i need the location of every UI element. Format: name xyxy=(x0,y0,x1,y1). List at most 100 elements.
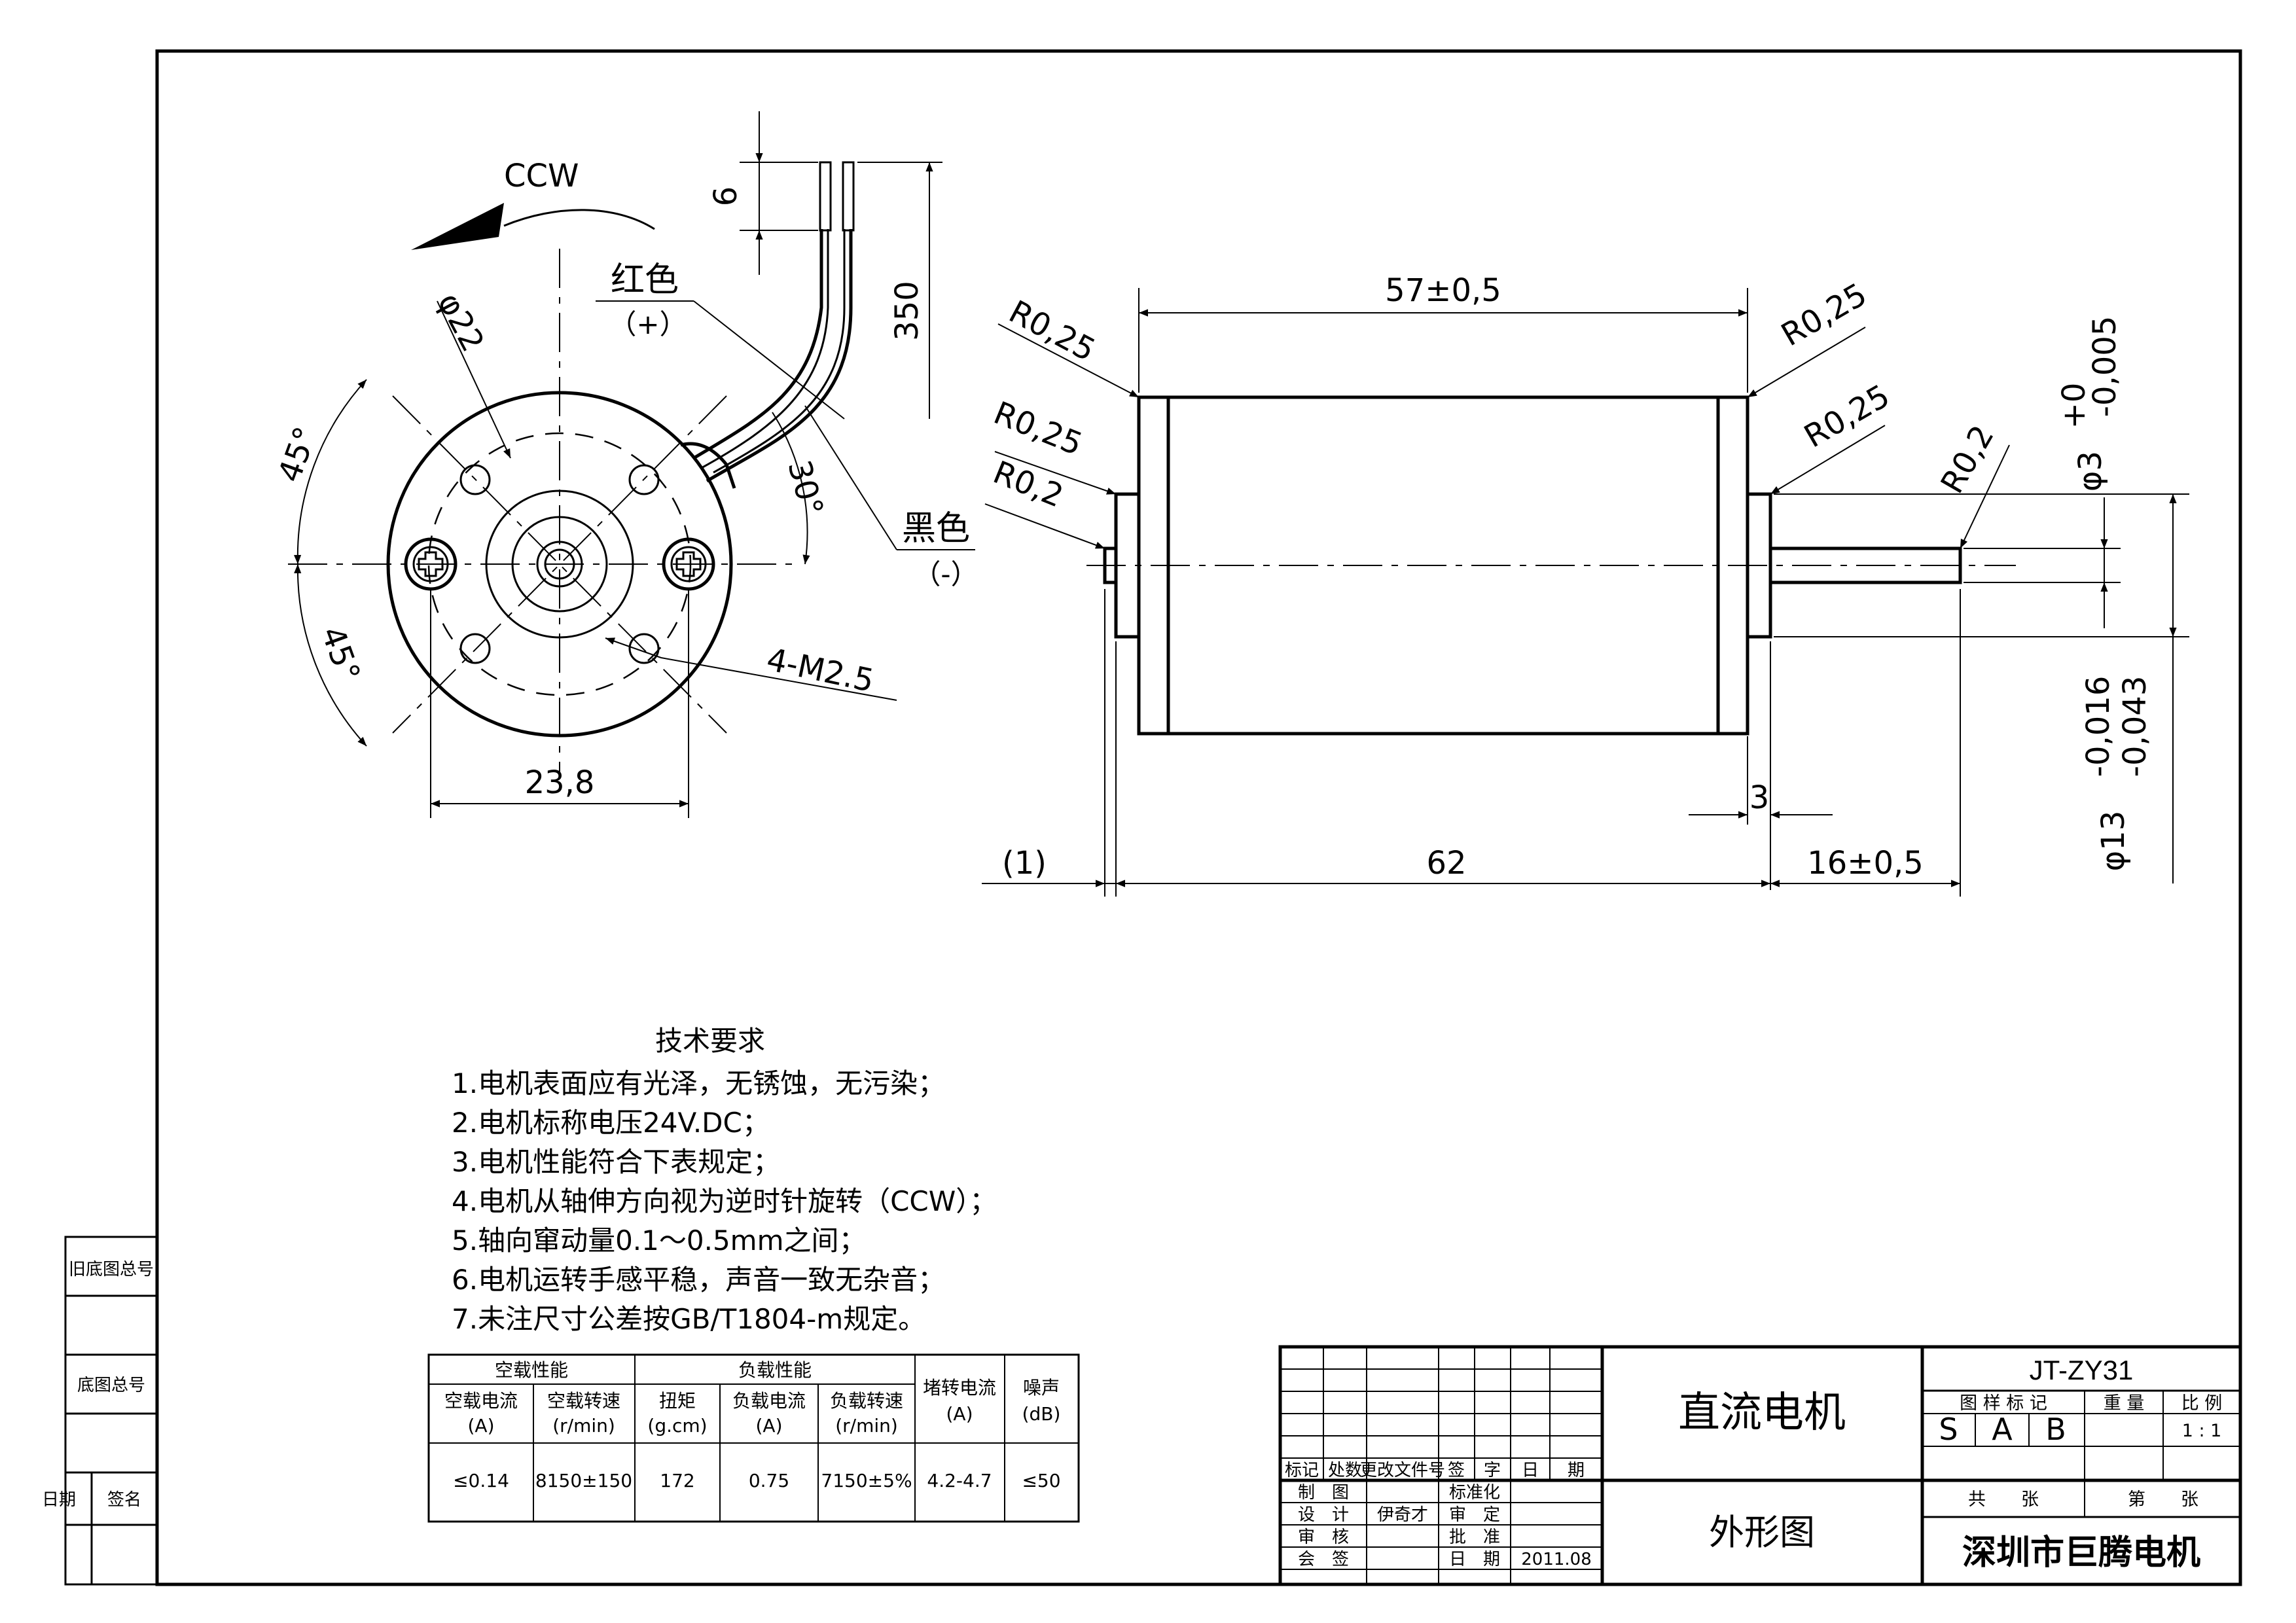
black-wire-label: 黑色 xyxy=(902,509,970,548)
black-wire-polarity: （-） xyxy=(913,558,978,590)
label-mark: 图 样 标 记 xyxy=(1960,1393,2047,1414)
dim-wire-strip: 6 xyxy=(708,187,744,207)
radius-right: R0,25 xyxy=(1798,378,1895,455)
dim-tip: (1) xyxy=(1002,845,1047,882)
col-load-current-unit: (A) xyxy=(755,1415,782,1436)
col-noise-name: 噪声 xyxy=(1023,1377,1060,1399)
col-torque-value: 172 xyxy=(660,1470,694,1491)
dim-boss-tol-lower: -0,043 xyxy=(2117,676,2153,777)
label-design: 设 计 xyxy=(1298,1505,1349,1525)
hole-bottom-left xyxy=(459,633,491,664)
date-value: 2011.08 xyxy=(1521,1550,1592,1569)
label-old-drawing-no: 旧底图总号 xyxy=(69,1260,154,1279)
col-load-current-name: 负载电流 xyxy=(732,1390,806,1412)
col-noise-unit: (dB) xyxy=(1022,1403,1061,1425)
note-5: 5.轴向窜动量0.1～0.5mm之间； xyxy=(452,1224,867,1257)
col-noload-speed-value: 8150±150 xyxy=(535,1470,632,1491)
group-load: 负载性能 xyxy=(738,1359,812,1381)
hole-top-right xyxy=(628,464,660,495)
label-date: 日期 xyxy=(42,1490,76,1510)
note-3: 3.电机性能符合下表规定； xyxy=(452,1146,780,1178)
label-standard: 标准化 xyxy=(1449,1483,1500,1503)
col-stall-current-unit: (A) xyxy=(946,1403,973,1425)
rev-header-doc: 更改文件号 xyxy=(1360,1461,1445,1480)
dim-angle-wire: 30° xyxy=(780,457,830,520)
label-scale: 比 例 xyxy=(2181,1393,2223,1414)
notes-title: 技术要求 xyxy=(655,1025,765,1057)
note-7: 7.未注尺寸公差按GB/T1804-m规定。 xyxy=(452,1303,925,1335)
note-4: 4.电机从轴伸方向视为逆时针旋转（CCW）； xyxy=(452,1185,997,1217)
label-check: 审 核 xyxy=(1298,1527,1349,1547)
group-noload: 空载性能 xyxy=(495,1359,568,1381)
hole-bottom-right xyxy=(628,633,660,664)
designer-name: 伊奇才 xyxy=(1377,1505,1428,1525)
sheet-number: 第 张 xyxy=(2128,1489,2198,1510)
dim-boss-length: 3 xyxy=(1749,779,1770,816)
technical-notes: 技术要求 1.电机表面应有光泽，无锈蚀，无污染； 2.电机标称电压24V.DC；… xyxy=(452,1025,997,1335)
col-noload-speed-name: 空载转速 xyxy=(547,1390,620,1412)
dim-shaft-tol-upper: +0 xyxy=(2056,383,2092,429)
dim-angle-top: 45° xyxy=(271,422,325,487)
dim-angle-bottom: 45° xyxy=(314,622,367,687)
col-torque-name: 扭矩 xyxy=(659,1390,696,1412)
rev-header-day: 日 xyxy=(1522,1461,1539,1480)
rev-header-mark: 标记 xyxy=(1285,1461,1319,1480)
rev-header-char: 字 xyxy=(1484,1461,1501,1480)
rev-header-period: 期 xyxy=(1568,1461,1585,1480)
side-view: 57±0,5 R0,25 R0,25 R0,2 R0,25 R0,25 R0,2… xyxy=(982,272,2189,897)
rotation-direction: CCW xyxy=(504,158,579,194)
red-wire-polarity: （+） xyxy=(609,308,687,340)
radius-top-right: R0,25 xyxy=(1775,276,1873,354)
label-make: 制 图 xyxy=(1298,1483,1349,1503)
frame: 旧底图总号 底图总号 日期 签名 xyxy=(42,49,2242,1586)
dim-shaft-tol-lower: -0,005 xyxy=(2087,316,2123,418)
sheets-total: 共 张 xyxy=(1968,1489,2039,1510)
dim-holes: 4-M2.5 xyxy=(764,641,878,700)
label-review: 审 定 xyxy=(1449,1505,1500,1525)
hole-top-left xyxy=(459,464,491,495)
col-noload-speed-unit: (r/min) xyxy=(552,1415,615,1436)
dim-shaft-length: 16±0,5 xyxy=(1807,845,1924,882)
radius-left-1: R0,25 xyxy=(988,395,1087,463)
col-noload-current-name: 空载电流 xyxy=(444,1390,518,1412)
col-load-speed-unit: (r/min) xyxy=(835,1415,898,1436)
rev-header-sign: 签 xyxy=(1448,1461,1465,1480)
dim-dia-22: φ22 xyxy=(431,287,492,357)
model-number: JT-ZY31 xyxy=(2030,1355,2134,1385)
title-block: 标记 处数 更改文件号 签 字 日 期 制 图 设 计 审 核 会 签 伊奇才 … xyxy=(1278,1345,2242,1586)
product-name: 直流电机 xyxy=(1678,1389,1846,1437)
label-drawing-no: 底图总号 xyxy=(77,1376,145,1395)
radius-shaft: R0,2 xyxy=(1933,419,2001,500)
label-weight: 重 量 xyxy=(2104,1393,2145,1414)
label-approve: 批 准 xyxy=(1449,1527,1500,1547)
label-countersign: 会 签 xyxy=(1298,1550,1349,1569)
mark-s: S xyxy=(1939,1412,1958,1447)
dim-wire-length: 350 xyxy=(889,281,925,341)
dim-shaft-dia: φ3 xyxy=(2072,451,2109,491)
col-noload-current-value: ≤0.14 xyxy=(453,1470,509,1491)
mark-a: A xyxy=(1992,1412,2013,1447)
note-1: 1.电机表面应有光泽，无锈蚀，无污染； xyxy=(452,1067,945,1099)
col-load-speed-value: 7150±5% xyxy=(821,1470,912,1491)
mark-b: B xyxy=(2045,1412,2066,1447)
drawing-name: 外形图 xyxy=(1709,1512,1815,1553)
note-6: 6.电机运转手感平稳，声音一致无杂音； xyxy=(452,1264,945,1296)
dim-body-length: 57±0,5 xyxy=(1385,272,1501,309)
col-load-speed-name: 负载转速 xyxy=(830,1390,903,1412)
dim-boss-tol-upper: -0,016 xyxy=(2080,676,2117,777)
company-name: 深圳市巨腾电机 xyxy=(1962,1533,2200,1573)
dim-boss-dia: φ13 xyxy=(2095,811,2132,872)
col-torque-unit: (g.cm) xyxy=(647,1415,707,1436)
rev-header-count: 处数 xyxy=(1328,1461,1362,1480)
performance-table: 空载性能 负载性能 空载电流 (A) ≤0.14 空载转速 (r/min) 81… xyxy=(427,1353,1080,1523)
front-view: CCW 6 350 红色 （+） 黑色 （-） φ22 45° 45° 30° xyxy=(271,111,978,818)
radius-top-left: R0,25 xyxy=(1003,293,1101,368)
dim-total: 62 xyxy=(1426,845,1466,882)
red-wire-label: 红色 xyxy=(611,260,679,300)
note-2: 2.电机标称电压24V.DC； xyxy=(452,1107,770,1139)
col-load-current-value: 0.75 xyxy=(749,1470,789,1491)
col-noise-value: ≤50 xyxy=(1022,1470,1060,1491)
col-noload-current-unit: (A) xyxy=(467,1415,494,1436)
label-signature: 签名 xyxy=(107,1490,141,1510)
